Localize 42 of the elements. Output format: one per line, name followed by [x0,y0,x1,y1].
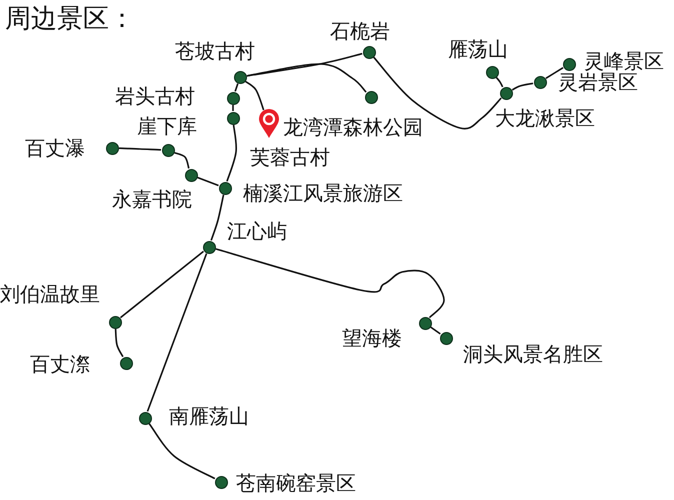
route-line [246,63,367,93]
place-name: 楠溪江风景旅游区 [243,182,403,204]
route-line [232,105,234,111]
route-line [373,56,502,130]
route-line [244,80,264,110]
place-name: 永嘉书院 [112,188,192,210]
route-line [226,124,238,182]
place-name: 苍坡古村 [175,40,255,62]
route-line [545,67,564,79]
route-line [210,194,224,241]
place-name: 百丈漈 [30,353,90,375]
place-name: 大龙湫景区 [495,107,595,129]
route-line [197,176,219,186]
place-name: 望海楼 [342,327,402,349]
route-line [496,76,504,88]
place-name: 崖下库 [137,115,197,137]
route-line [174,152,190,169]
route-line [118,147,162,151]
place-name: 苍南碗窑景区 [236,472,356,494]
place-name: 灵岩景区 [558,71,638,93]
route-line [114,328,124,358]
station-dot [226,112,240,124]
place-name: 龙湾潭森林公园 [283,116,423,138]
route-line [148,423,216,480]
route-line [120,250,204,318]
place-name: 岩头古村 [115,85,195,107]
route-line [512,82,534,91]
heading: 周边景区： [5,4,135,34]
place-name: 灵峰景区 [584,50,664,72]
station-dot [364,90,378,104]
route-line [215,248,445,318]
place-name: 芙蓉古村 [250,146,330,168]
place-name: 洞头风景名胜区 [463,343,603,365]
place-name: 石桅岩 [330,20,390,42]
place-name: 刘伯温故里 [0,283,100,305]
place-name: 雁荡山 [448,38,508,60]
place-name: 南雁荡山 [169,405,249,427]
place-name: 江心屿 [227,220,287,242]
route-line [146,253,208,412]
route-line [430,326,441,335]
route-line [234,83,239,92]
place-name: 百丈瀑 [25,137,85,159]
